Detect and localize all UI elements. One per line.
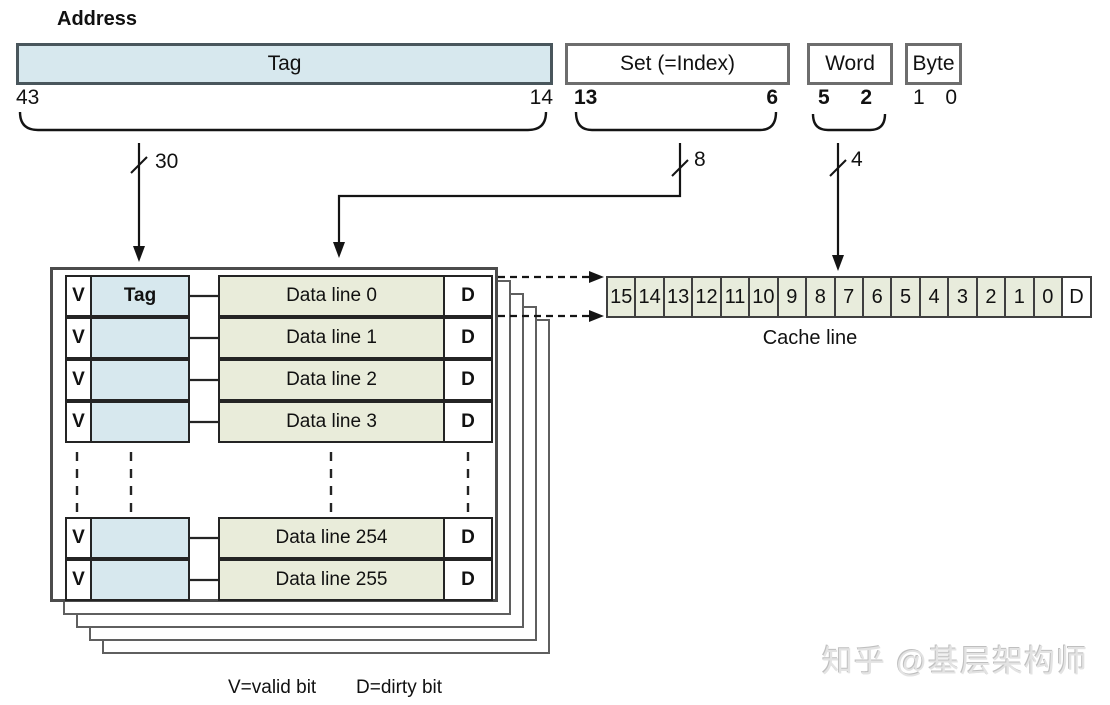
cache-line-cell: 7 — [833, 276, 864, 318]
legend-valid-bit: V=valid bit — [228, 677, 317, 698]
tag-brace — [18, 111, 548, 132]
tag-field-box: Tag — [16, 43, 553, 85]
data-line-cell: Data line 1 — [218, 317, 445, 359]
tag-cell — [90, 317, 190, 359]
cache-line-cell: 12 — [691, 276, 722, 318]
valid-bit-cell: V — [65, 317, 92, 359]
word-bit-range: 5 2 — [818, 86, 872, 110]
data-line-cell: Data line 0 — [218, 275, 445, 317]
tag-cell — [90, 517, 190, 559]
set-field-label: Set (=Index) — [620, 52, 735, 75]
valid-bit-cell: V — [65, 401, 92, 443]
cache-line-cell: 6 — [861, 276, 893, 318]
tag-cell — [90, 401, 190, 443]
set-bus-width-label: 8 — [694, 148, 706, 171]
cache-line-cell: 11 — [719, 276, 751, 318]
set-brace — [574, 111, 778, 132]
valid-bit-cell: V — [65, 359, 92, 401]
set-bit-high: 13 — [574, 86, 598, 109]
set-width-arrow — [333, 143, 689, 258]
cache-line-cell: 8 — [805, 276, 836, 318]
tag-cell — [90, 359, 190, 401]
valid-bit-cell: V — [65, 559, 92, 601]
byte-bit-low: 0 — [945, 86, 957, 109]
valid-bit-cell: V — [65, 517, 92, 559]
data-line-cell: Data line 3 — [218, 401, 445, 443]
set-bit-range: 13 6 — [574, 86, 778, 110]
word-field-label: Word — [825, 52, 875, 75]
word-bit-high: 5 — [818, 86, 830, 109]
tag-width-arrow — [130, 143, 148, 262]
cache-line-cell: 3 — [947, 276, 978, 318]
word-brace — [811, 113, 887, 132]
address-label: Address — [57, 8, 138, 30]
tag-field-label: Tag — [267, 52, 302, 75]
bus-slash-icon — [671, 159, 689, 177]
cache-line-cell: 0 — [1032, 276, 1063, 318]
byte-field-label: Byte — [912, 52, 955, 75]
dirty-bit-cell: D — [443, 517, 493, 559]
cache-line-cell: 9 — [776, 276, 808, 318]
word-field-box: Word — [807, 43, 893, 85]
tag-cell — [90, 559, 190, 601]
dirty-bit-cell: D — [443, 401, 493, 443]
cache-line-cell: 10 — [748, 276, 779, 318]
cache-line-caption: Cache line — [762, 327, 858, 349]
cache-line-cell: 4 — [918, 276, 950, 318]
cache-line-dirty-cell: D — [1061, 276, 1092, 318]
cache-line-cell: 1 — [1004, 276, 1035, 318]
tag-bit-high: 43 — [16, 86, 40, 109]
cache-line-cell: 15 — [606, 276, 637, 318]
bus-slash-icon — [130, 156, 148, 174]
data-line-cell: Data line 255 — [218, 559, 445, 601]
tag-cell: Tag — [90, 275, 190, 317]
tag-bus-width-label: 30 — [155, 150, 179, 173]
word-bus-width-label: 4 — [851, 148, 863, 171]
byte-field-box: Byte — [905, 43, 962, 85]
word-width-arrow — [829, 143, 847, 271]
data-line-cell: Data line 2 — [218, 359, 445, 401]
data-line-cell: Data line 254 — [218, 517, 445, 559]
tag-bit-range: 43 14 — [16, 86, 553, 110]
valid-bit-cell: V — [65, 275, 92, 317]
dirty-bit-cell: D — [443, 559, 493, 601]
cache-line-cell: 14 — [634, 276, 665, 318]
dirty-bit-cell: D — [443, 359, 493, 401]
legend-dirty-bit: D=dirty bit — [356, 677, 443, 698]
tag-bit-low: 14 — [529, 86, 553, 109]
cache-line-cell: 13 — [662, 276, 694, 318]
byte-bit-range: 1 0 — [913, 86, 957, 110]
dirty-bit-cell: D — [443, 317, 493, 359]
cache-line-cell: 2 — [975, 276, 1007, 318]
cache-line: 15 14 13 12 11 10 9 8 7 6 5 4 3 2 1 0 D — [606, 276, 1092, 318]
dirty-bit-cell: D — [443, 275, 493, 317]
cache-line-cell: 5 — [890, 276, 921, 318]
byte-bit-high: 1 — [913, 86, 925, 109]
set-bit-low: 6 — [766, 86, 778, 109]
watermark: 知乎 @基层架构师 — [822, 644, 1089, 679]
set-field-box: Set (=Index) — [565, 43, 790, 85]
word-bit-low: 2 — [860, 86, 872, 109]
bus-slash-icon — [829, 159, 847, 177]
